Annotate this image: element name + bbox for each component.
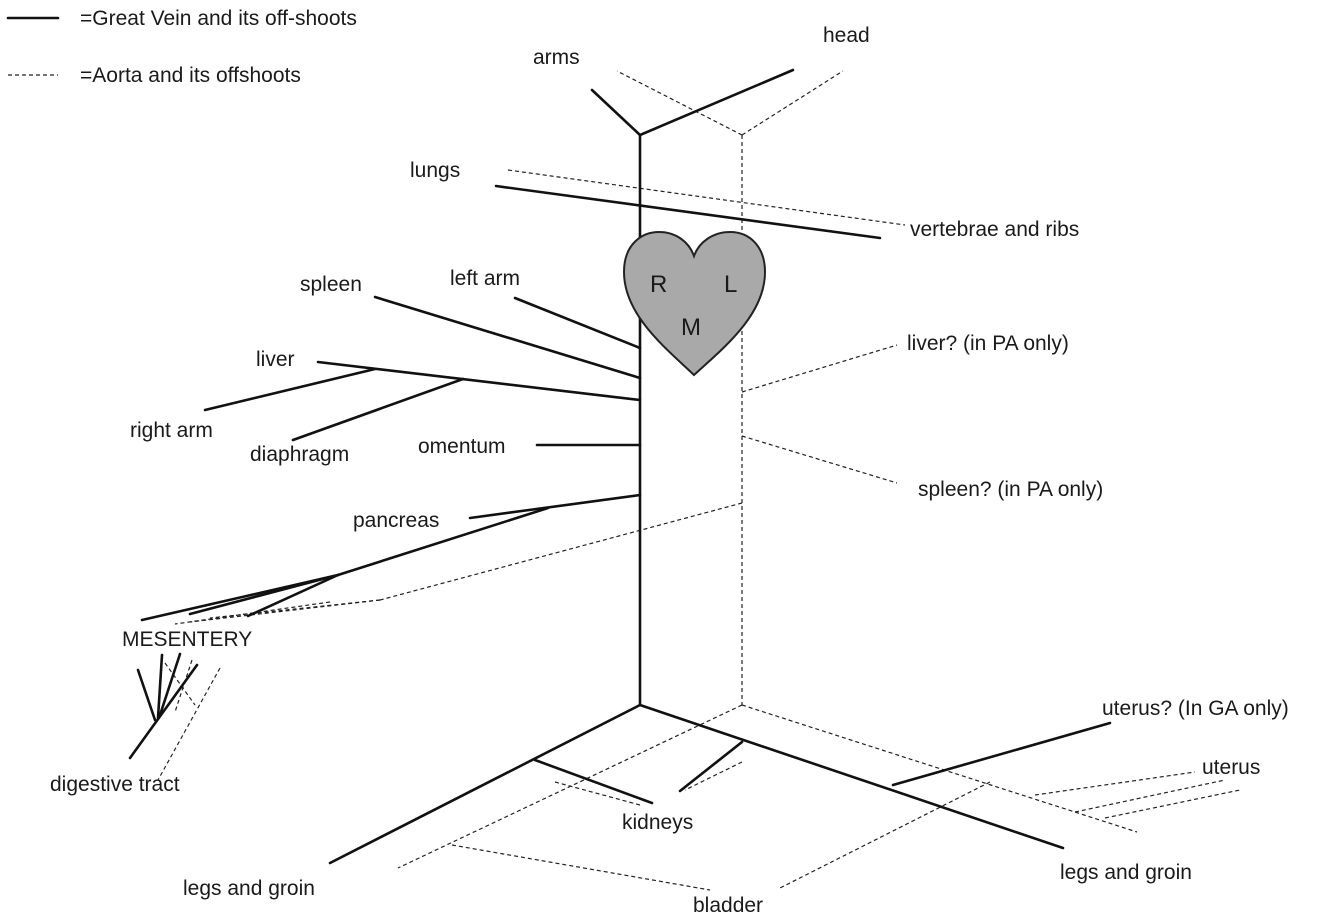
- heart-label-m: M: [681, 314, 701, 341]
- heart-label-r: R: [650, 271, 667, 298]
- vein-left-arm: [513, 296, 642, 350]
- vein-kidney-left: [533, 758, 654, 805]
- aorta-kidney-right: [684, 761, 743, 791]
- aorta-bladder-right: [779, 781, 991, 889]
- aorta-liver-pa: [741, 344, 898, 393]
- label-digestive-tract: digestive tract: [50, 773, 180, 796]
- labels: head arms lungs vertebrae and ribs splee…: [50, 24, 1289, 917]
- heart-shape: [622, 230, 767, 377]
- vein-legs-left: [328, 703, 642, 865]
- vein-digestive-c: [158, 652, 182, 717]
- label-mesentery: MESENTERY: [122, 628, 252, 651]
- vein-pancreas: [468, 493, 642, 520]
- label-lungs: lungs: [410, 159, 460, 182]
- label-liver: liver: [256, 348, 295, 371]
- aorta-legs-right: [741, 704, 1138, 833]
- vein-legs-right: [638, 703, 1065, 850]
- label-spleen-pa: spleen? (in PA only): [918, 478, 1103, 501]
- heart-label-l: L: [724, 271, 737, 298]
- aorta-uterus-b: [1074, 779, 1226, 813]
- vein-mesentery-b: [188, 573, 340, 616]
- vein-mesentery-c: [246, 573, 340, 618]
- label-uterus-ga: uterus? (In GA only): [1102, 697, 1289, 720]
- label-bladder: bladder: [693, 894, 763, 917]
- vein-digestive-main: [128, 663, 199, 760]
- aorta-network: [157, 70, 1241, 891]
- legend-aorta-text: =Aorta and its offshoots: [80, 64, 301, 87]
- vein-arms: [590, 88, 642, 137]
- label-kidneys: kidneys: [622, 811, 693, 834]
- aorta-digestive-c: [174, 659, 193, 713]
- aorta-head: [741, 70, 844, 136]
- legend-vein-text: =Great Vein and its off-shoots: [80, 7, 357, 30]
- vein-lungs-vertebrae: [494, 184, 882, 240]
- aorta-digestive-a: [157, 667, 221, 781]
- label-pancreas: pancreas: [353, 509, 439, 532]
- vein-network: [128, 68, 1112, 865]
- vein-right-arm: [203, 367, 377, 412]
- aorta-lungs-vertebrae: [507, 169, 906, 226]
- label-diaphragm: diaphragm: [250, 443, 349, 466]
- label-vertebrae: vertebrae and ribs: [910, 218, 1079, 241]
- vein-head: [638, 68, 795, 137]
- label-legs-left: legs and groin: [183, 877, 315, 900]
- aorta-uterus-c: [1104, 789, 1241, 819]
- label-right-arm: right arm: [130, 419, 213, 442]
- aorta-uterus-a: [1034, 771, 1196, 796]
- vein-uterus-ga: [891, 721, 1112, 787]
- label-omentum: omentum: [418, 435, 506, 458]
- label-uterus: uterus: [1202, 756, 1260, 779]
- vein-mesentery: [336, 506, 550, 577]
- vein-digestive-a: [136, 668, 157, 722]
- label-head: head: [823, 24, 870, 47]
- aorta-digestive-b: [164, 662, 196, 706]
- aorta-spleen-pa: [741, 435, 898, 484]
- label-arms: arms: [533, 46, 580, 69]
- aorta-kidney-left: [554, 781, 641, 806]
- legend: =Great Vein and its off-shoots =Aorta an…: [6, 7, 357, 87]
- vein-kidney-right: [678, 740, 744, 793]
- vein-spleen: [373, 295, 642, 380]
- vein-liver: [316, 360, 642, 402]
- vein-diaphragm: [291, 377, 465, 442]
- label-liver-pa: liver? (in PA only): [907, 332, 1069, 355]
- vein-digestive-b: [156, 653, 164, 720]
- aorta-bladder-left: [451, 844, 711, 891]
- aorta-arms: [616, 70, 743, 136]
- label-legs-right: legs and groin: [1060, 861, 1192, 884]
- label-left-arm: left arm: [450, 267, 520, 290]
- label-spleen: spleen: [300, 273, 362, 296]
- heart: R L M: [622, 230, 767, 377]
